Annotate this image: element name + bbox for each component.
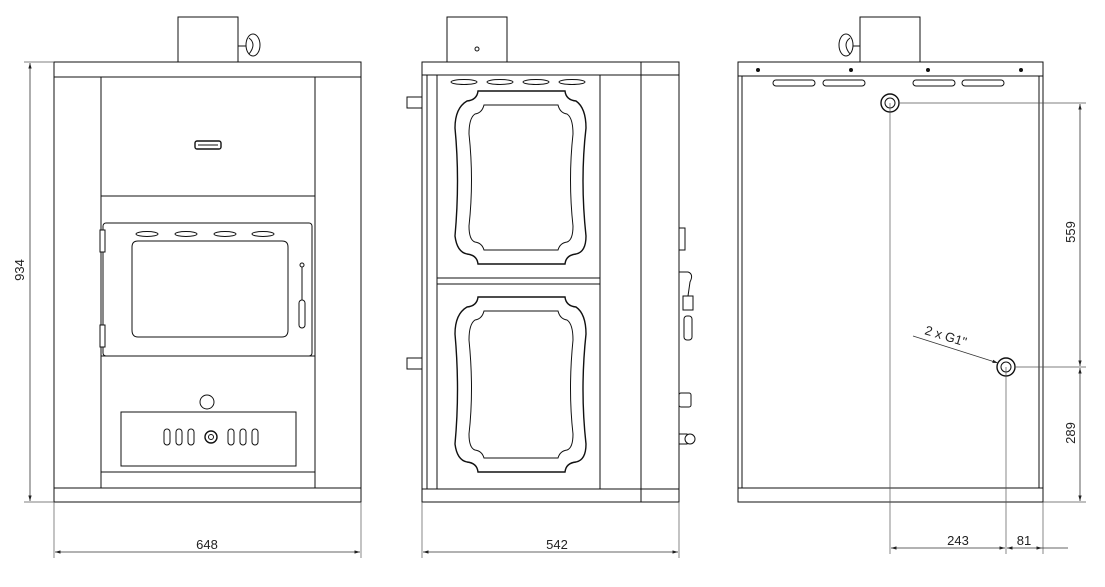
pipe-edge-label: 81	[1017, 533, 1031, 548]
decorative-panel-upper	[454, 90, 587, 265]
pipe-thread-label: 2 x G1"	[923, 323, 969, 350]
plinth	[421, 488, 680, 503]
body-outline	[737, 75, 1044, 489]
side-view: 542	[406, 16, 696, 558]
flue-collar	[859, 16, 921, 63]
door-handle-icon	[298, 262, 306, 329]
logo-badge	[194, 140, 222, 150]
front-width-dimension: 648	[53, 502, 362, 558]
pipe-spacing-dimension: 559	[1063, 104, 1082, 366]
damper-knob-icon	[238, 33, 261, 57]
side-fittings	[678, 227, 696, 445]
damper-knob-icon	[838, 33, 860, 57]
top-plate	[737, 61, 1044, 77]
hinge-icon	[99, 324, 106, 348]
height-dimension: 934	[12, 61, 54, 503]
side-width-label: 542	[546, 537, 568, 552]
flue-collar	[177, 16, 239, 63]
pipe-stub-icon	[406, 96, 423, 109]
plinth	[53, 487, 362, 503]
air-control-knob-icon	[199, 394, 215, 410]
rear-view: 559 289 243 81 2 x G1"	[737, 16, 1086, 554]
side-width-dimension: 542	[421, 502, 680, 558]
pipe-edge-dimension: 81	[1007, 533, 1068, 550]
plinth	[737, 487, 1044, 503]
front-view: 934 648	[12, 16, 362, 558]
body-outline	[421, 74, 680, 490]
pipe-height-dimension: 289	[1063, 368, 1082, 501]
height-label: 934	[12, 259, 27, 281]
door-glass	[131, 240, 289, 338]
decorative-panel-lower	[454, 296, 587, 473]
pipe-spacing-label: 559	[1063, 221, 1078, 243]
ash-drawer	[120, 411, 297, 467]
hinge-icon	[99, 229, 106, 253]
pipe-height-label: 289	[1063, 422, 1078, 444]
pipe-stub-icon	[406, 357, 423, 370]
flue-collar	[446, 16, 508, 63]
front-width-label: 648	[196, 537, 218, 552]
fire-door	[99, 222, 313, 357]
pipe-offset-label: 243	[947, 533, 969, 548]
pipe-offset-dimension: 243	[891, 533, 1005, 550]
pipe-thread-callout: 2 x G1"	[912, 323, 999, 364]
top-plate	[421, 61, 680, 76]
top-plate	[53, 61, 362, 78]
